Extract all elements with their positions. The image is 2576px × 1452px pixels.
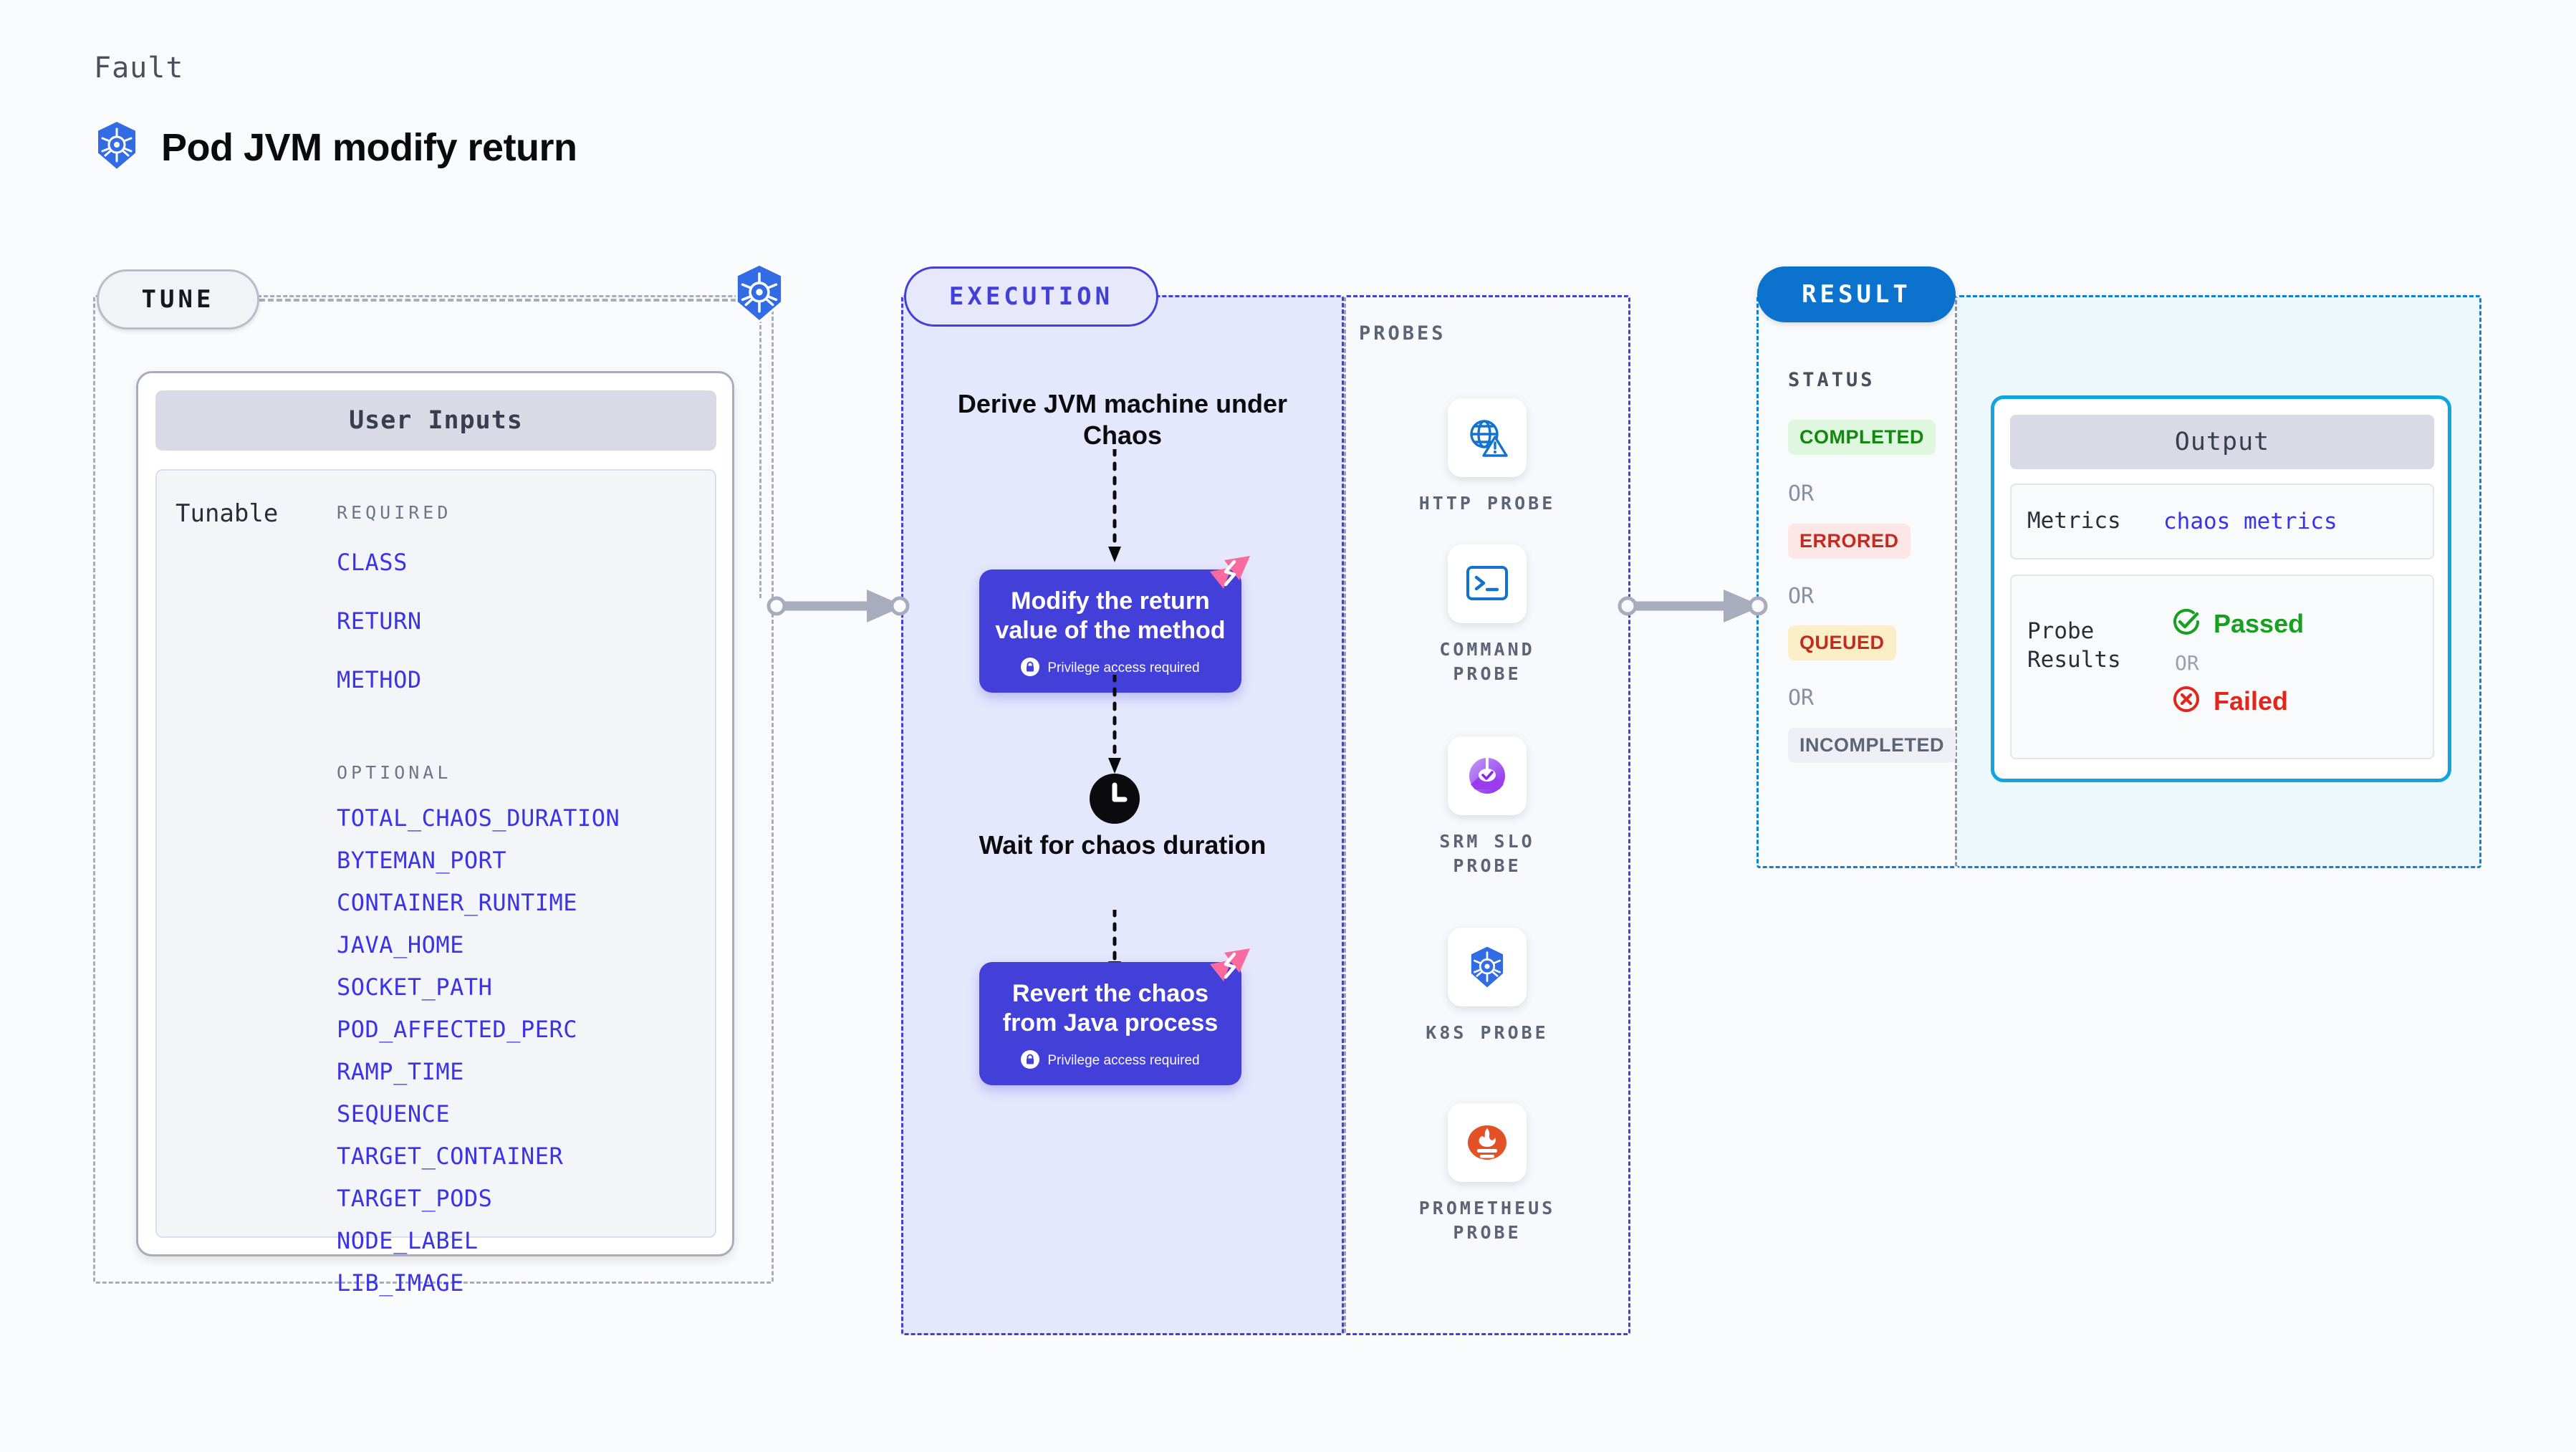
- tab-result[interactable]: RESULT: [1757, 266, 1956, 322]
- tab-tune[interactable]: TUNE: [97, 269, 259, 330]
- connector-probes-to-result: [1618, 586, 1768, 630]
- probe-results-or-label: OR: [2175, 651, 2199, 675]
- passed-label: Passed: [2214, 608, 2305, 638]
- status-label: STATUS: [1788, 369, 1875, 391]
- failed-label: Failed: [2214, 686, 2289, 716]
- param-total-chaos-duration[interactable]: TOTAL_CHAOS_DURATION: [337, 804, 620, 832]
- harness-pink-icon: [1208, 553, 1251, 598]
- status-or-label: OR: [1788, 481, 1815, 506]
- tunable-body: Tunable REQUIRED CLASS RETURN METHOD OPT…: [155, 469, 716, 1297]
- execution-box-1-text: Modify the return value of the method: [995, 587, 1226, 645]
- tab-execution[interactable]: EXECUTION: [904, 266, 1158, 327]
- kubernetes-drop-line: [759, 319, 761, 598]
- probes-label: PROBES: [1359, 322, 1446, 345]
- probe-results-values: Passed OR Failed: [2171, 606, 2304, 718]
- user-inputs-header: User Inputs: [155, 390, 716, 451]
- probe-result-failed: Failed: [2171, 683, 2304, 718]
- kubernetes-icon: [732, 263, 787, 326]
- flow-arrow-down-icon: [1105, 673, 1124, 779]
- param-class[interactable]: CLASS: [337, 549, 408, 576]
- privilege-row: Privilege access required: [989, 1049, 1231, 1072]
- execution-box-modify-return[interactable]: Modify the return value of the method Pr…: [979, 556, 1250, 693]
- cross-circle-icon: [2171, 683, 2202, 718]
- user-inputs-card: User Inputs Tunable REQUIRED CLASS RETUR…: [136, 371, 734, 1297]
- probe-srm-slo-label: SRM SLO PROBE: [1439, 831, 1535, 876]
- status-badge-errored: ERRORED: [1788, 524, 1911, 559]
- harness-pink-icon: [1208, 946, 1251, 991]
- status-badge-incompleted: INCOMPLETED: [1788, 728, 1956, 763]
- param-return[interactable]: RETURN: [337, 607, 422, 635]
- probe-result-passed: Passed: [2171, 606, 2304, 641]
- execution-step-wait-title: Wait for chaos duration: [979, 830, 1267, 860]
- probe-results-row: Probe Results Passed OR: [2010, 574, 2434, 759]
- probe-k8s[interactable]: K8S PROBE: [1408, 928, 1567, 1045]
- status-or-label: OR: [1788, 584, 1815, 609]
- param-method[interactable]: METHOD: [337, 666, 422, 693]
- page-title: Pod JVM modify return: [161, 125, 577, 169]
- probe-srm-slo[interactable]: SRM SLO PROBE: [1408, 736, 1567, 878]
- execution-step-derive-title: Derive JVM machine under Chaos: [957, 389, 1288, 450]
- execution-box-revert-chaos[interactable]: Revert the chaos from Java process Privi…: [979, 948, 1250, 1085]
- fault-title-row: Pod JVM modify return: [94, 120, 577, 174]
- probe-http[interactable]: HTTP PROBE: [1408, 398, 1567, 516]
- result-column: [1756, 295, 1957, 868]
- probe-k8s-label: K8S PROBE: [1426, 1022, 1549, 1043]
- param-socket-path[interactable]: SOCKET_PATH: [337, 973, 493, 1001]
- srm-slo-icon: [1448, 736, 1527, 815]
- required-params-group: REQUIRED CLASS RETURN METHOD: [337, 502, 451, 725]
- probe-results-key: Probe Results: [2027, 618, 2121, 673]
- optional-params-group: OPTIONAL TOTAL_CHAOS_DURATION BYTEMAN_PO…: [337, 762, 620, 1312]
- status-or-label: OR: [1788, 686, 1815, 711]
- status-badge-completed: COMPLETED: [1788, 420, 1936, 455]
- flow-arrow-down-icon: [1105, 447, 1124, 567]
- probe-prometheus-label: PROMETHEUS PROBE: [1418, 1198, 1556, 1243]
- probe-command-label: COMMAND PROBE: [1439, 639, 1535, 684]
- lock-icon: [1021, 1049, 1040, 1072]
- param-sequence[interactable]: SEQUENCE: [337, 1100, 451, 1128]
- required-heading: REQUIRED: [337, 502, 452, 523]
- probe-http-label: HTTP PROBE: [1418, 493, 1556, 514]
- param-ramp-time[interactable]: RAMP_TIME: [337, 1058, 464, 1085]
- tune-column: [93, 295, 774, 1284]
- tune-connector-line: [259, 299, 754, 302]
- privilege-text: Privilege access required: [1047, 660, 1200, 676]
- metrics-key: Metrics: [2027, 508, 2121, 534]
- kubernetes-icon: [1448, 928, 1527, 1006]
- check-circle-icon: [2171, 606, 2202, 641]
- metrics-value[interactable]: chaos metrics: [2163, 509, 2337, 534]
- probe-prometheus[interactable]: PROMETHEUS PROBE: [1408, 1103, 1567, 1244]
- fault-label: Fault: [94, 52, 184, 85]
- metrics-row: Metrics chaos metrics: [2010, 484, 2434, 559]
- terminal-icon: [1448, 544, 1527, 623]
- param-node-label[interactable]: NODE_LABEL: [337, 1227, 479, 1254]
- param-byteman-port[interactable]: BYTEMAN_PORT: [337, 847, 507, 874]
- kubernetes-icon: [94, 120, 140, 174]
- tunable-label: Tunable: [176, 499, 279, 528]
- param-target-container[interactable]: TARGET_CONTAINER: [337, 1143, 564, 1170]
- globe-warning-icon: [1448, 398, 1527, 477]
- output-card: Output Metrics chaos metrics Probe Resul…: [1991, 395, 2451, 782]
- execution-box-2-text: Revert the chaos from Java process: [1002, 980, 1219, 1037]
- privilege-row: Privilege access required: [989, 657, 1231, 680]
- probe-command[interactable]: COMMAND PROBE: [1408, 544, 1567, 686]
- param-java-home[interactable]: JAVA_HOME: [337, 931, 464, 958]
- param-target-pods[interactable]: TARGET_PODS: [337, 1185, 493, 1212]
- output-header: Output: [2010, 415, 2434, 469]
- param-container-runtime[interactable]: CONTAINER_RUNTIME: [337, 889, 578, 916]
- clock-icon: [1090, 774, 1140, 827]
- param-pod-affected-perc[interactable]: POD_AFFECTED_PERC: [337, 1016, 578, 1043]
- param-lib-image[interactable]: LIB_IMAGE: [337, 1269, 464, 1297]
- optional-heading: OPTIONAL: [337, 762, 452, 783]
- prometheus-icon: [1448, 1103, 1527, 1182]
- lock-icon: [1021, 657, 1040, 680]
- connector-tune-to-execution: [766, 586, 910, 630]
- status-badge-queued: QUEUED: [1788, 625, 1896, 660]
- privilege-text: Privilege access required: [1047, 1053, 1200, 1069]
